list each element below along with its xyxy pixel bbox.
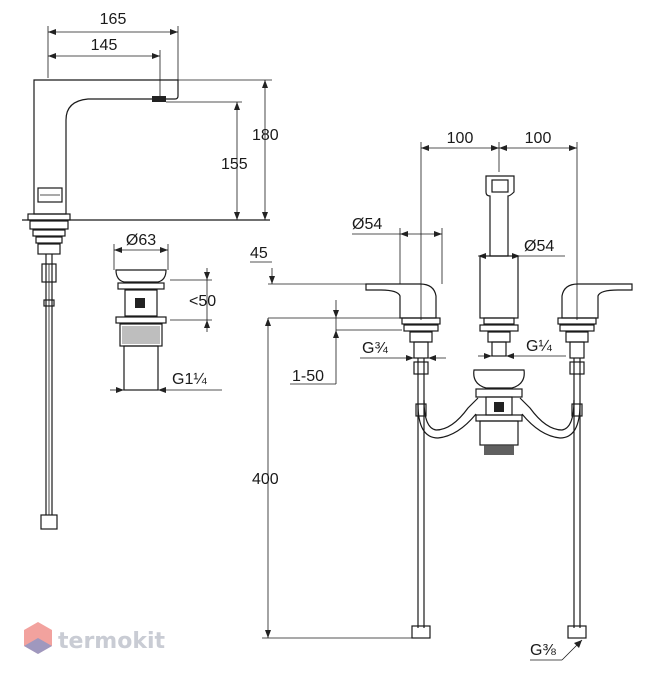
dim-spacing-right: 100 — [525, 130, 552, 147]
dim-hose-length: 400 — [252, 471, 279, 488]
spout-side-view: 165 145 180 1 — [22, 11, 279, 530]
dim-height-outlet: 155 — [221, 156, 248, 173]
termokit-logo: termokit — [24, 622, 165, 654]
dim-deck-thickness: 1-50 — [292, 368, 324, 385]
dim-spout-reach-outer: 165 — [100, 11, 127, 28]
dim-height-total: 180 — [252, 127, 279, 144]
front-view: 100 100 Ø54 Ø54 — [250, 130, 633, 661]
dim-spout-diameter: Ø54 — [524, 238, 554, 255]
dim-hose-thread: G⅜ — [530, 642, 556, 659]
dim-deck-to-handle: 45 — [250, 245, 268, 262]
dim-inlet-thread-left: G¾ — [362, 340, 388, 357]
dim-spacing-left: 100 — [447, 130, 474, 147]
dim-handle-diameter: Ø54 — [352, 216, 382, 233]
drain-detail: Ø63 <50 G1¼ — [110, 232, 222, 393]
dim-drain-thread: G1¼ — [172, 371, 207, 388]
dim-inlet-thread-right: G¼ — [526, 338, 552, 355]
dim-drain-diameter: Ø63 — [126, 232, 156, 249]
dim-drain-travel: <50 — [189, 293, 216, 310]
dim-spout-reach-inner: 145 — [91, 37, 118, 54]
logo-text: termokit — [58, 629, 165, 654]
